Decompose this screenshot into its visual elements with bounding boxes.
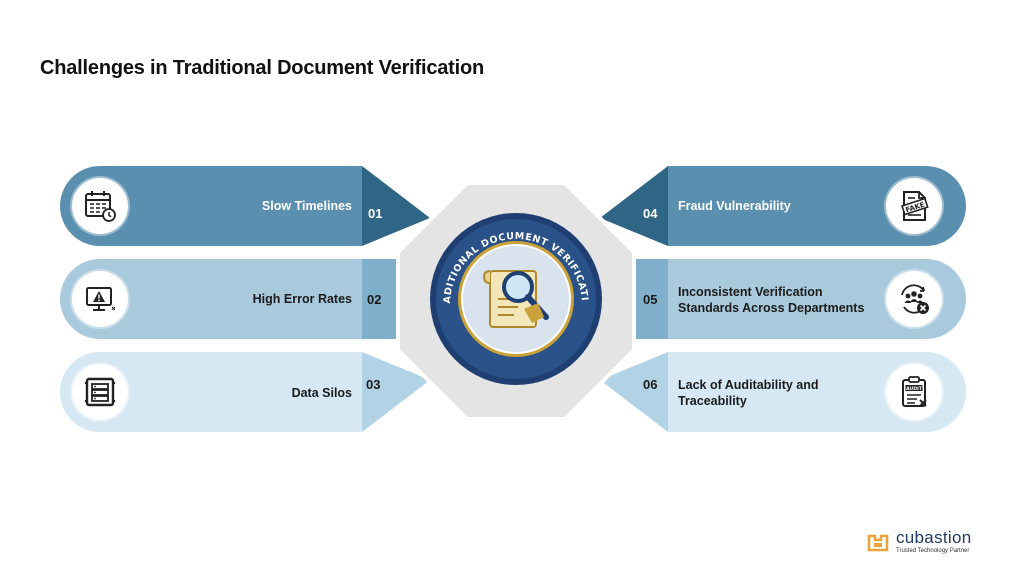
band-left-3	[60, 352, 362, 432]
svg-text:AUDIT: AUDIT	[906, 386, 923, 392]
challenge-label-line1: Inconsistent Verification	[678, 285, 823, 299]
brand-name: cubastion	[896, 528, 972, 547]
monitor-warning-icon	[72, 271, 128, 327]
center-emblem: TRADITIONAL DOCUMENT VERIFICATION	[394, 173, 634, 417]
challenge-number: 05	[643, 292, 658, 307]
challenge-label: Slow Timelines	[261, 199, 352, 213]
challenge-number: 02	[367, 292, 382, 307]
svg-text:FAKE: FAKE	[905, 201, 926, 215]
band-right-5	[668, 259, 966, 339]
tab-left-2	[362, 259, 396, 339]
tab-left-3	[362, 352, 430, 432]
band-left-2	[60, 259, 362, 339]
fake-document-icon: FAKE	[886, 178, 942, 234]
server-rack-icon	[72, 364, 128, 420]
cubastion-logo-icon	[867, 534, 889, 551]
band-left-1	[60, 166, 362, 246]
people-cycle-icon	[886, 271, 942, 327]
challenge-item-04: 04 Fraud Vulnerability FAKE	[600, 166, 966, 246]
band-right-4	[668, 166, 966, 246]
document-magnifier-icon	[482, 270, 549, 328]
audit-clipboard-icon: AUDIT	[886, 364, 942, 420]
challenge-item-05: 05 Inconsistent Verification Standards A…	[634, 259, 966, 339]
tab-right-6	[600, 352, 668, 432]
tab-right-5	[634, 259, 668, 339]
challenge-label: High Error Rates	[252, 292, 352, 306]
challenge-number: 03	[366, 377, 381, 392]
tab-left-1	[362, 166, 430, 246]
challenge-item-01: Slow Timelines 01	[60, 166, 430, 246]
calendar-clock-icon	[72, 178, 128, 234]
page-title: Challenges in Traditional Document Verif…	[40, 57, 485, 79]
challenge-label: Inconsistent Verification Standards Acro…	[678, 284, 864, 316]
brand-logo: cubastion Trusted Technology Partner	[866, 529, 971, 554]
challenge-label-line2: Standards Across Departments	[678, 301, 865, 315]
tab-right-4	[600, 166, 668, 246]
challenge-item-03: Data Silos 03	[60, 352, 430, 432]
challenge-number: 06	[643, 377, 658, 392]
challenge-label: Fraud Vulnerability	[678, 199, 791, 213]
challenge-item-06: 06 Lack of Auditability and Traceability…	[600, 352, 966, 432]
challenge-label: Data Silos	[291, 386, 352, 400]
challenge-label-line1: Lack of Auditability and	[678, 378, 819, 392]
challenge-label: Lack of Auditability and Traceability	[678, 377, 819, 409]
challenge-item-02: High Error Rates 02	[60, 259, 430, 339]
challenge-number: 04	[643, 206, 658, 221]
challenge-number: 01	[368, 206, 383, 221]
band-right-6	[668, 352, 966, 432]
challenge-label-line2: Traceability	[678, 394, 747, 408]
brand-tagline: Trusted Technology Partner	[896, 548, 970, 554]
